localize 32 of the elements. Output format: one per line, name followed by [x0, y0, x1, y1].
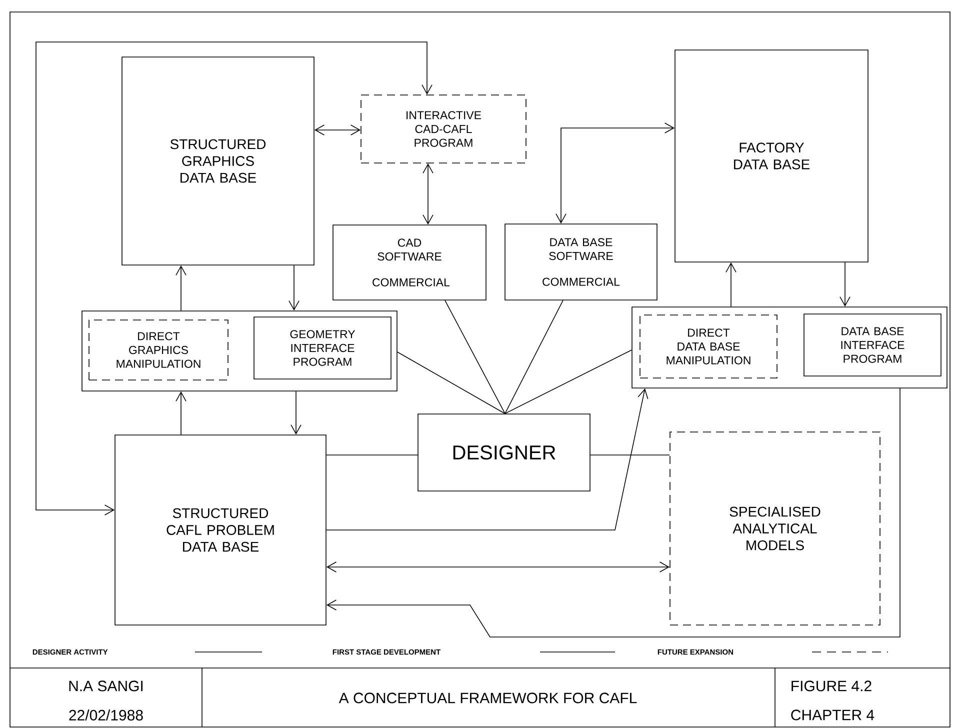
- arrow: [326, 388, 900, 638]
- software-box: DATA BASE SOFTWARE COMMERCIAL: [504, 224, 658, 300]
- arrow: [556, 122, 675, 224]
- designer-box: DESIGNER: [418, 414, 590, 492]
- program-box: GEOMETRY INTERFACE PROGRAM: [254, 316, 392, 380]
- arrow: [840, 262, 850, 307]
- database-box: STRUCTURED GRAPHICS DATA BASE: [122, 56, 314, 266]
- arrow: [290, 391, 302, 435]
- chapter-number: CHAPTER 4: [791, 710, 874, 720]
- arrow: [36, 42, 432, 516]
- database-box: STRUCTURED CAFL PROBLEM DATA BASE: [114, 434, 326, 626]
- arrow: [726, 262, 736, 307]
- arrow: [288, 265, 300, 311]
- arrow: [326, 562, 670, 572]
- arrow: [314, 124, 361, 136]
- figure-number: FIGURE 4.2: [792, 680, 872, 692]
- arrow: [176, 391, 186, 435]
- program-box: DATA BASE INTERFACE PROGRAM: [804, 314, 942, 376]
- group-box: [82, 310, 398, 392]
- program-box: INTERACTIVE CAD-CAFL PROGRAM: [360, 94, 526, 164]
- manipulation-box: DIRECT GRAPHICS MANIPULATION: [88, 320, 228, 380]
- arrow: [326, 388, 648, 530]
- database-box: FACTORY DATA BASE: [674, 50, 868, 262]
- author-name: N.A SANGI: [69, 680, 143, 692]
- arrow: [422, 163, 434, 225]
- date-text: 22/02/1988: [69, 709, 143, 720]
- manipulation-box: DIRECT DATA BASE MANIPULATION: [640, 314, 778, 378]
- title-text: A CONCEPTUAL FRAMEWORK FOR CAFL: [338, 692, 637, 704]
- software-box: CAD SOFTWARE COMMERCIAL: [332, 224, 486, 300]
- arrow: [176, 265, 186, 311]
- models-box: SPECIALISED ANALYTICAL MODELS: [670, 432, 880, 626]
- group-box: [632, 306, 948, 388]
